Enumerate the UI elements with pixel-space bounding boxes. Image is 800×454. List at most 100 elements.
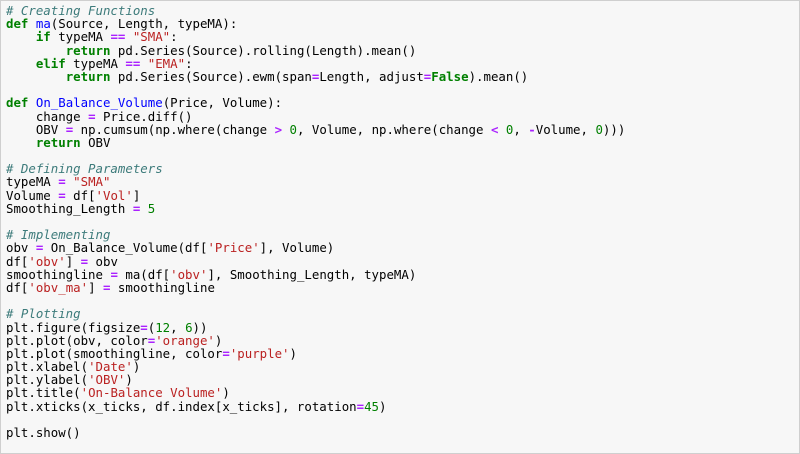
code-line: Smoothing_Length = 5 [6,202,625,215]
code-token: def [6,95,29,111]
code-token: ) [289,345,297,361]
code-token: = [35,240,44,256]
code-token: = [80,253,89,269]
code-token: = [311,68,320,84]
code-token: == [125,55,141,71]
code-token: < [490,121,499,137]
code-token: 'obv_ma' [28,279,89,295]
code-line: Volume = df['Vol'] [6,189,625,202]
code-token: plt.xlabel( [6,359,89,375]
code-token: Volume, [535,121,596,137]
code-token: 12 [155,319,171,335]
code-line: ​ [6,413,625,426]
code-line: df['obv'] = obv [6,253,625,269]
code-token: if [35,29,51,45]
code-token: plt.plot(smoothingline, color [6,345,223,361]
code-token: elif [35,55,66,71]
code-token: 'Price' [207,240,260,256]
code-line: if typeMA == "SMA": [6,30,625,43]
code-token: 0 [595,121,603,137]
code-line: return OBV [6,136,625,149]
code-line: obv = On_Balance_Volume(df['Price'], Vol… [6,241,625,254]
code-line: plt.ylabel('OBV') [6,373,625,386]
code-line: # Plotting [6,307,625,320]
code-token: typeMA [65,55,126,71]
code-token: "EMA" [147,55,186,71]
code-token: (Source, Length, typeMA): [50,16,238,32]
code-token: Smoothing_Length [6,200,133,216]
code-line: change = Price.diff() [6,108,625,124]
code-token: On_Balance_Volume [35,95,163,111]
code-line: typeMA = "SMA" [6,175,625,188]
code-token: = [65,121,74,137]
code-token: # Creating Functions [6,3,156,18]
code-token: # Defining Parameters [6,161,163,177]
code-token: obv [88,253,118,269]
code-token: ))) [602,121,626,137]
code-token: 'OBV' [88,372,126,388]
code-token: plt.plot(obv, color [6,332,148,348]
code-line: plt.show() [6,426,625,439]
code-token: = [132,200,141,216]
code-token: change [6,108,89,124]
code-token: = [88,108,96,124]
code-token: Volume [6,187,59,203]
code-token: = [147,332,156,348]
code-line: smoothingline = ma(df['obv'], Smoothing_… [6,268,625,281]
code-line: return pd.Series(Source).rolling(Length)… [6,42,625,58]
code-token: 45 [364,398,380,414]
code-token [498,122,505,137]
code-token: ], Smoothing_Length, typeMA) [207,266,417,282]
code-token: obv [6,240,36,256]
code-line: df['obv_ma'] = smoothingline [6,281,625,294]
code-token: df[ [65,187,96,203]
code-token: (Price, Volume): [162,95,283,111]
code-token: = [58,187,66,203]
code-line: plt.xticks(x_ticks, df.index[x_ticks], r… [6,400,625,413]
code-token: = [222,345,230,361]
code-token: , Volume, np.where(change [296,121,491,137]
code-token: : [170,29,178,45]
code-token: # Implementing [6,227,111,243]
code-line: # Defining Parameters [6,162,625,175]
code-token: 'orange' [155,332,215,348]
code-line: # Creating Functions [6,4,625,17]
code-token: 'purple' [229,345,290,361]
code-token: 'Date' [88,359,133,375]
code-token: 6 [185,319,193,335]
code-line: plt.plot(smoothingline, color='purple') [6,347,625,360]
code-token: np.cumsum(np.where(change [73,121,275,137]
code-token: = [356,398,365,414]
code-line: # Implementing [6,228,625,241]
code-token: ( [147,319,156,335]
code-token: - [528,121,536,137]
code-token: pd.Series(Source).ewm(span [110,68,312,84]
code-token: return [65,42,111,58]
code-token: def [6,16,29,32]
code-token: = [110,266,118,282]
code-token: typeMA [6,174,59,190]
code-token: 'obv' [28,253,66,269]
code-token: typeMA [50,29,111,45]
code-token: df[ [6,253,29,269]
code-token: , [513,121,529,137]
code-token: plt.figure(figsize [6,319,141,335]
code-token: 'obv' [170,266,208,282]
code-token: ) [125,372,133,388]
code-line: def On_Balance_Volume(Price, Volume): [6,96,625,109]
code-token: ) [214,332,223,348]
code-token: = [58,174,66,190]
code-token: ma(df[ [117,266,171,282]
code-token [6,135,36,150]
code-token: 'On-Balance Volume' [80,385,223,401]
code-line: elif typeMA == "EMA": [6,57,625,70]
code-token: ] [88,279,103,295]
code-token: OBV [80,134,111,150]
code-token [282,122,289,137]
code-token: ) [222,385,230,401]
code-token: False [431,68,469,84]
code-line: def ma(Source, Length, typeMA): [6,17,625,30]
code-token: pd.Series(Source).rolling(Length).mean() [110,42,417,58]
